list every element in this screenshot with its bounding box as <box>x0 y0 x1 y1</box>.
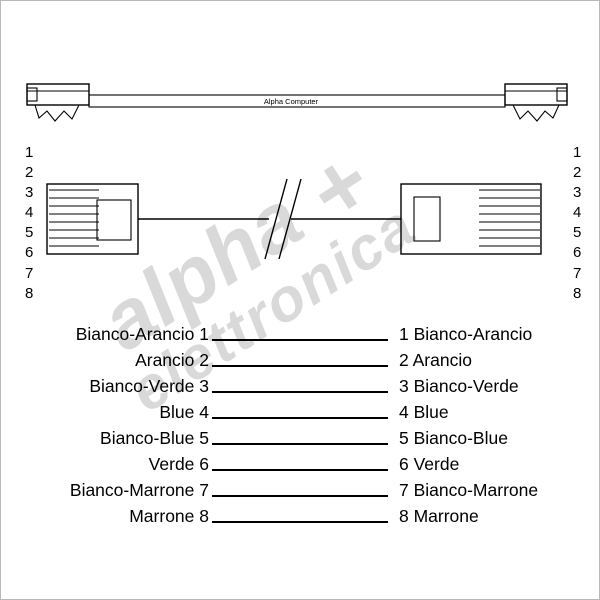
break-mark-1 <box>264 178 288 260</box>
top-right-plug-icon <box>504 83 568 122</box>
wire-connection-line <box>212 469 388 471</box>
wire-label-right: 3 Bianco-Verde <box>399 376 519 396</box>
cable-brand-label: Alpha Computer <box>264 97 319 106</box>
wire-label-left: Bianco-Arancio 1 <box>75 324 209 344</box>
pin-number: 5 <box>25 224 34 242</box>
wire-label-right: 1 Bianco-Arancio <box>399 324 533 344</box>
wire-connection-line <box>212 443 388 445</box>
wire-row-1: Bianco-Arancio 1 1 Bianco-Arancio <box>9 321 591 347</box>
pin-numbers-left: 1 2 3 4 5 6 7 8 <box>25 143 33 304</box>
cable-diagram-svg: Alpha Computer <box>26 83 568 260</box>
wire-row-3: Bianco-Verde 3 3 Bianco-Verde <box>9 373 591 399</box>
wire-label-left: Arancio 2 <box>135 350 209 370</box>
pin-number: 1 <box>25 144 34 161</box>
wire-connection-line <box>212 365 388 367</box>
wire-row-2: Arancio 2 2 Arancio <box>9 347 591 373</box>
wire-connection-line <box>212 417 388 419</box>
wire-row-4: Blue 4 4 Blue <box>9 399 591 425</box>
break-mark-2 <box>278 178 302 260</box>
wire-connection-line <box>212 339 388 341</box>
wire-row-6: Verde 6 6 Verde <box>9 451 591 477</box>
wire-label-right: 7 Bianco-Marrone <box>399 480 539 500</box>
pin-number: 2 <box>573 164 582 182</box>
pin-number: 3 <box>573 184 582 202</box>
right-connector-pinout <box>400 183 542 255</box>
pin-numbers-right: 1 2 3 4 5 6 7 8 <box>573 143 581 304</box>
left-connector-pinout <box>46 183 139 255</box>
pin-number: 1 <box>573 144 582 161</box>
pin-number: 8 <box>25 284 34 302</box>
top-cable: Alpha Computer <box>88 94 506 108</box>
pin-number: 3 <box>25 184 34 202</box>
wire-label-left: Bianco-Verde 3 <box>89 376 209 396</box>
top-left-plug-icon <box>26 83 90 122</box>
wire-row-5: Bianco-Blue 5 5 Bianco-Blue <box>9 425 591 451</box>
pin-number: 6 <box>573 244 582 262</box>
wire-connection-line <box>212 391 388 393</box>
wire-label-right: 8 Marrone <box>399 506 479 526</box>
pin-number: 4 <box>25 204 34 222</box>
wire-label-right: 5 Bianco-Blue <box>399 428 508 448</box>
wire-connection-line <box>212 495 388 497</box>
wire-label-left: Bianco-Marrone 7 <box>69 480 209 500</box>
pin-number: 6 <box>25 244 34 262</box>
wire-label-right: 2 Arancio <box>399 350 472 370</box>
pin-number: 2 <box>25 164 34 182</box>
wire-row-7: Bianco-Marrone 7 7 Bianco-Marrone <box>9 477 591 503</box>
wire-label-left: Marrone 8 <box>129 506 209 526</box>
pin-number: 7 <box>25 264 34 282</box>
wire-label-right: 4 Blue <box>399 402 449 422</box>
pin-number: 4 <box>573 204 582 222</box>
wire-label-right: 6 Verde <box>399 454 460 474</box>
wire-label-left: Blue 4 <box>159 402 209 422</box>
wiring-table: Bianco-Arancio 1 1 Bianco-Arancio Aranci… <box>9 321 591 529</box>
pin-number: 8 <box>573 284 582 302</box>
pin-number: 5 <box>573 224 582 242</box>
wire-connection-line <box>212 521 388 523</box>
wire-label-left: Bianco-Blue 5 <box>100 428 209 448</box>
pin-number: 7 <box>573 264 582 282</box>
wire-label-left: Verde 6 <box>148 454 209 474</box>
cable-run <box>138 178 401 260</box>
wire-row-8: Marrone 8 8 Marrone <box>9 503 591 529</box>
